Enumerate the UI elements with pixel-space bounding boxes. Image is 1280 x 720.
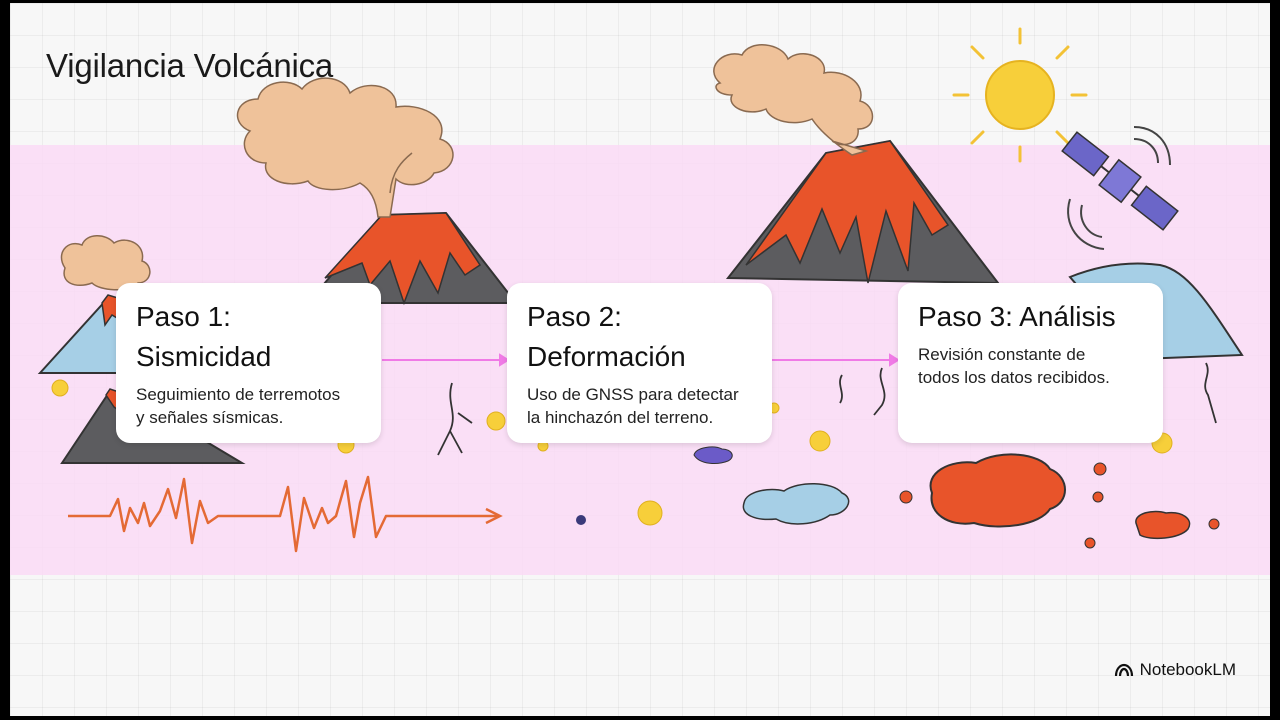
step-3-desc-line1: Revisión constante de <box>918 345 1086 364</box>
step-1-description: Seguimiento de terremotos y señales sísm… <box>136 383 340 429</box>
connector-arrows <box>382 353 900 367</box>
brand-name: NotebookLM <box>1139 660 1236 679</box>
slide: Vigilancia Volcánica Paso 1: Sismicidad … <box>10 3 1270 716</box>
step-1-title-line2: Sismicidad <box>136 341 272 372</box>
step-3-description: Revisión constante de todos los datos re… <box>918 343 1110 389</box>
step-2-title: Paso 2: Deformación <box>527 297 686 377</box>
slide-title: Vigilancia Volcánica <box>46 47 334 84</box>
satellite-icon <box>1061 131 1179 231</box>
step-2-title-line2: Deformación <box>527 341 686 372</box>
notebooklm-logo-icon <box>1114 663 1133 677</box>
step-2-description: Uso de GNSS para detectar la hinchazón d… <box>527 383 739 429</box>
step-1-title-line1: Paso 1: <box>136 301 231 332</box>
step-2-desc-line1: Uso de GNSS para detectar <box>527 385 739 404</box>
signal-waves-icon <box>1067 126 1171 250</box>
seismograph-icon <box>68 475 503 553</box>
step-card-1: Paso 1: Sismicidad Seguimiento de terrem… <box>116 283 381 443</box>
step-card-3: Paso 3: Análisis Revisión constante de t… <box>898 283 1163 443</box>
step-1-title: Paso 1: Sismicidad <box>136 297 271 377</box>
step-3-title: Paso 3: Análisis <box>918 301 1116 332</box>
step-1-desc-line1: Seguimiento de terremotos <box>136 385 341 404</box>
brand-logo: NotebookLM <box>1114 660 1236 680</box>
step-2-desc-line2: la hinchazón del terreno. <box>527 408 714 427</box>
water-puddle-icon <box>693 446 850 525</box>
volcano-icon-2 <box>713 44 1001 416</box>
step-card-2: Paso 2: Deformación Uso de GNSS para det… <box>507 283 772 443</box>
lava-puddle-icon <box>899 453 1220 549</box>
step-2-title-line1: Paso 2: <box>527 301 622 332</box>
volcano-icon <box>236 77 519 456</box>
sun-icon <box>952 27 1088 163</box>
step-1-desc-line2: y señales sísmicas. <box>136 408 284 427</box>
step-3-desc-line2: todos los datos recibidos. <box>918 368 1110 387</box>
illustration <box>37 27 1244 553</box>
